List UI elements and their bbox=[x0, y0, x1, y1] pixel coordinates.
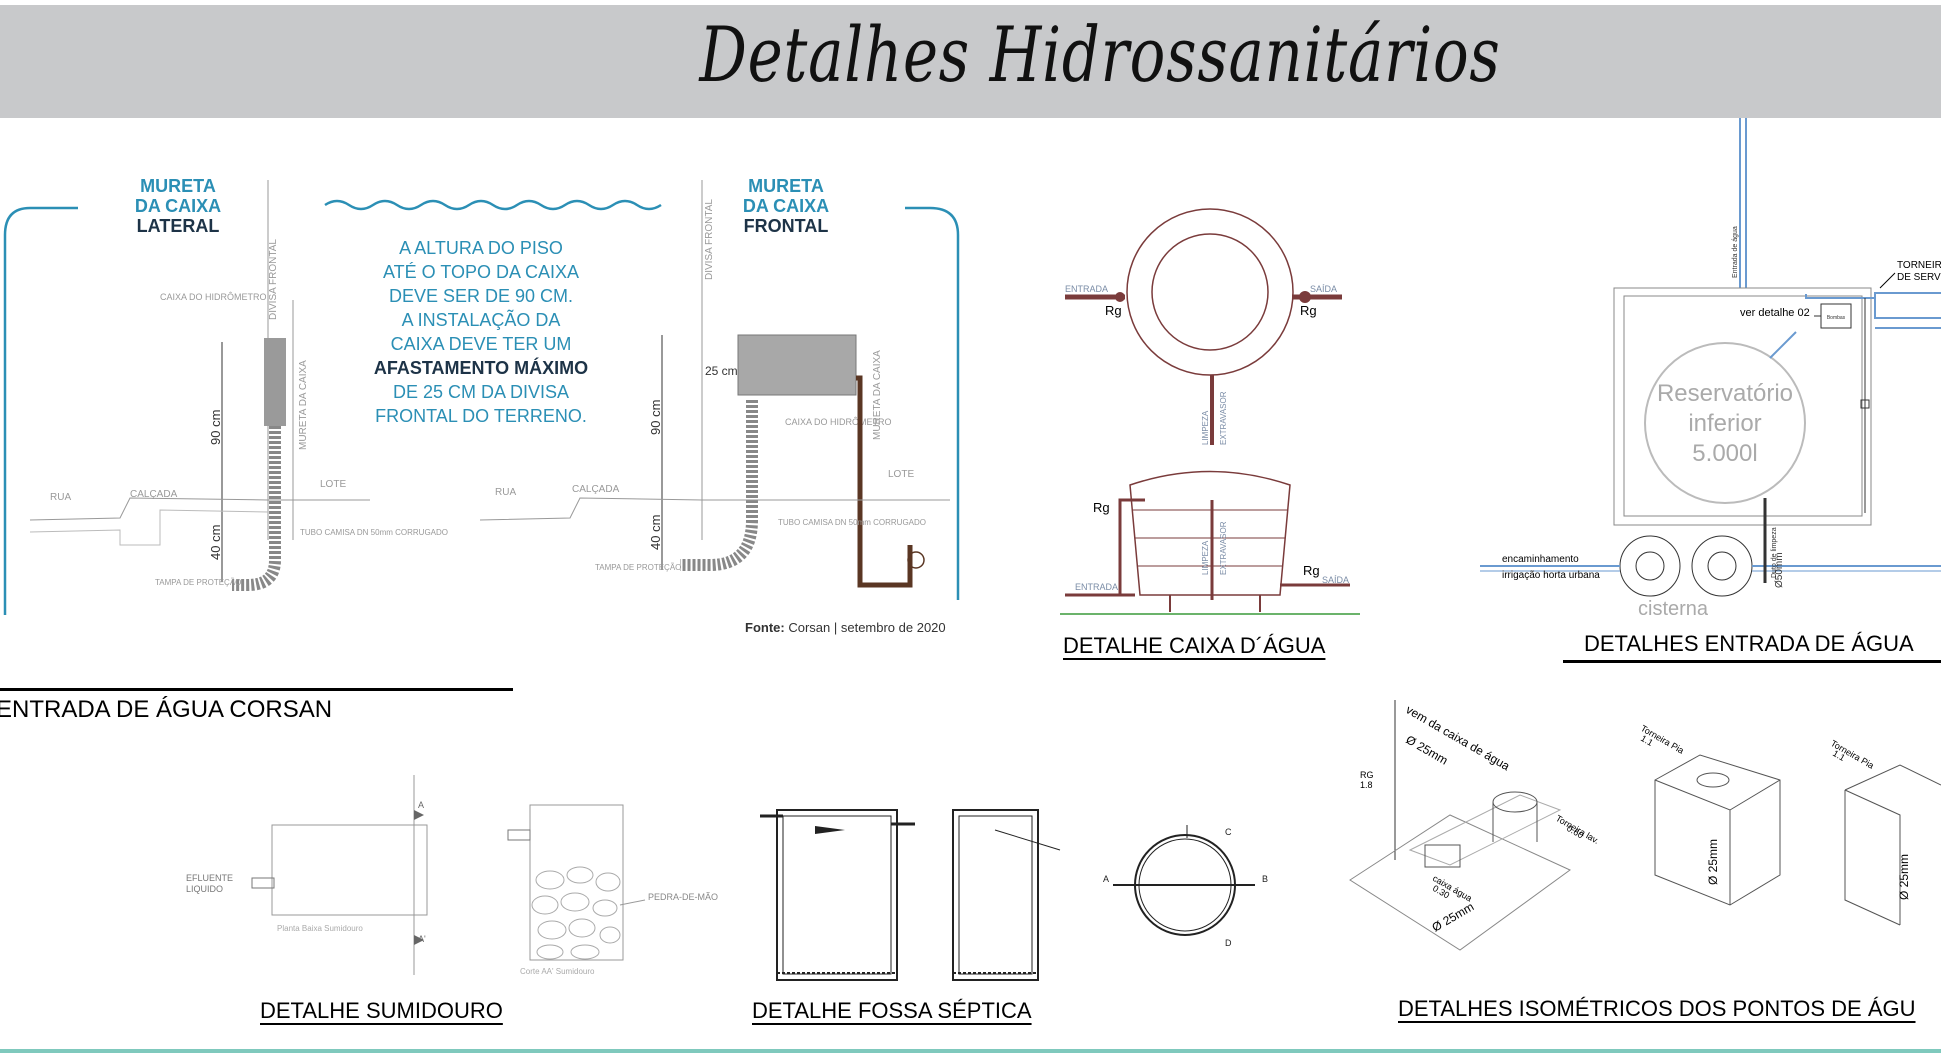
planta-label: Planta Baixa Sumidouro bbox=[277, 924, 363, 933]
caixa-limpeza-1: LIMPEZA bbox=[1201, 410, 1210, 445]
fossa-b: B bbox=[1262, 874, 1268, 884]
dim-90-right: 90 cm bbox=[648, 400, 663, 435]
iso-d25-4: Ø 25mm bbox=[1897, 854, 1911, 900]
fossa-c: C bbox=[1225, 827, 1232, 837]
reservatorio-l3: 5.000l bbox=[1692, 440, 1757, 467]
fossa-a: A bbox=[1103, 874, 1109, 884]
caixa-rg-1: Rg bbox=[1105, 303, 1122, 318]
svg-text:Fonte: Corsan | setembro de 20: Fonte: Corsan | setembro de 2020 bbox=[745, 620, 946, 635]
corsan-caption-rule bbox=[0, 688, 513, 691]
fossa-caption: DETALHE FOSSA SÉPTICA bbox=[752, 998, 1032, 1023]
corte-label: Corte AA' Sumidouro bbox=[520, 967, 595, 976]
corsan-caption: ENTRADA DE ÁGUA CORSAN bbox=[0, 696, 333, 723]
iso-d25-1: Ø 25mm bbox=[1404, 732, 1451, 767]
caixa-limpeza-2: LIMPEZA bbox=[1201, 540, 1210, 575]
rua-label-1: RUA bbox=[50, 492, 71, 503]
tubo-camisa-label-1: TUBO CAMISA DN 50mm CORRUGADO bbox=[300, 528, 448, 537]
divisa-frontal-label-1: DIVISA FRONTAL bbox=[268, 239, 279, 320]
fonte-text: Corsan | setembro de 2020 bbox=[788, 620, 945, 635]
isometricos-caption: DETALHES ISOMÉTRICOS DOS PONTOS DE ÁGU bbox=[1398, 996, 1916, 1021]
entrada-caption-rule bbox=[1563, 660, 1941, 663]
note-line-1: A ALTURA DO PISO bbox=[399, 238, 563, 258]
caixa-caption: DETALHE CAIXA D´ÁGUA bbox=[1063, 633, 1326, 658]
bombas-label: Bombas bbox=[1827, 315, 1846, 321]
bottom-rule bbox=[0, 1049, 1941, 1053]
entrada-caption: DETALHES ENTRADA DE ÁGUA bbox=[1584, 631, 1914, 656]
mureta-da-caixa-label-2: MURETA DA CAIXA bbox=[872, 350, 883, 440]
caixa-hidrometro-label-1: CAIXA DO HIDRÔMETRO bbox=[160, 292, 267, 302]
calcada-label-2: CALÇADA bbox=[572, 484, 620, 495]
encaminhamento-label: encaminhamento bbox=[1502, 554, 1579, 565]
sumidouro-caption: DETALHE SUMIDOURO bbox=[260, 998, 503, 1023]
note-line-7: DE 25 CM DA DIVISA bbox=[393, 382, 569, 402]
reservatorio-l2: inferior bbox=[1688, 410, 1761, 437]
torneira-l2: DE SERV bbox=[1897, 272, 1941, 283]
sumidouro-a: A bbox=[418, 800, 424, 810]
tampa-label-1: TAMPA DE PROTEÇÃO bbox=[155, 578, 241, 587]
note-line-6: AFASTAMENTO MÁXIMO bbox=[374, 357, 588, 378]
mureta-frontal-l1: MURETA bbox=[748, 176, 824, 196]
reservatorio-l1: Reservatório bbox=[1657, 380, 1793, 407]
fossa-d: D bbox=[1225, 938, 1232, 948]
entrada-de-agua-label: Entrada de água bbox=[1732, 226, 1739, 278]
caixa-rg-3: Rg bbox=[1093, 500, 1110, 515]
header-bar bbox=[0, 5, 1941, 118]
fossa-diagram: A B C D bbox=[760, 809, 1268, 981]
note-line-8: FRONTAL DO TERRENO. bbox=[375, 406, 587, 426]
dim-25: 25 cm bbox=[705, 364, 738, 378]
caixa-entrada-label-2: ENTRADA bbox=[1075, 582, 1118, 592]
mureta-frontal-l3: FRONTAL bbox=[744, 216, 829, 236]
dim-40-left: 40 cm bbox=[208, 525, 223, 560]
iso-d25-2: Ø 25mm bbox=[1430, 899, 1477, 934]
note-line-2: ATÉ O TOPO DA CAIXA bbox=[383, 262, 579, 282]
iso-rg: RG bbox=[1360, 770, 1374, 780]
sumidouro-a2: A' bbox=[418, 934, 426, 944]
ver-detalhe-label: ver detalhe 02 bbox=[1740, 307, 1810, 319]
dim-90-left: 90 cm bbox=[208, 410, 223, 445]
duto-limpeza-label: Duto de limpeza bbox=[1771, 527, 1778, 578]
calcada-label-1: CALÇADA bbox=[130, 489, 178, 500]
pedra-label: PEDRA-DE-MÃO bbox=[648, 892, 718, 902]
caixa-rg-4: Rg bbox=[1303, 563, 1320, 578]
caixa-extravasor-1: EXTRAVASOR bbox=[1219, 391, 1228, 445]
sumidouro-diagram: A A' EFLUENTE LIQUIDO Planta Baixa Sumid… bbox=[186, 775, 718, 976]
entrada-agua-diagram: Entrada de água Reservatório inferior 5.… bbox=[1480, 118, 1941, 620]
cisterna-label: cisterna bbox=[1638, 598, 1709, 620]
divisa-frontal-label-2: DIVISA FRONTAL bbox=[704, 199, 715, 280]
iso-d25-3: Ø 25mm bbox=[1706, 839, 1720, 885]
lote-label-1: LOTE bbox=[320, 479, 346, 490]
mureta-lateral-l1: MURETA bbox=[140, 176, 216, 196]
caixa-agua-diagram: ENTRADA SAÍDA Rg Rg LIMPEZA EXTRAVASOR R… bbox=[1060, 208, 1360, 615]
caixa-extravasor-2: EXTRAVASOR bbox=[1219, 521, 1228, 575]
fonte-label: Fonte: bbox=[745, 620, 785, 635]
lote-label-2: LOTE bbox=[888, 469, 914, 480]
caixa-saida-label-2: SAÍDA bbox=[1322, 575, 1349, 585]
mureta-da-caixa-label-1: MURETA DA CAIXA bbox=[298, 360, 309, 450]
torneira-l1: TORNEIR bbox=[1897, 260, 1941, 271]
irrigacao-label: irrigação horta urbana bbox=[1502, 570, 1600, 581]
corsan-diagram: MURETA DA CAIXA LATERAL MURETA DA CAIXA … bbox=[3, 176, 960, 635]
rua-label-2: RUA bbox=[495, 487, 516, 498]
efluente-l1: EFLUENTE bbox=[186, 873, 233, 883]
isometricos-diagram: vem da caixa de água Ø 25mm RG 1.8 Torne… bbox=[1349, 700, 1941, 951]
dim-50-label: Ø50mm bbox=[1774, 552, 1785, 588]
note-line-5: CAIXA DEVE TER UM bbox=[391, 334, 572, 354]
mureta-frontal-l2: DA CAIXA bbox=[743, 196, 829, 216]
dim-40-right: 40 cm bbox=[648, 515, 663, 550]
note-line-3: DEVE SER DE 90 CM. bbox=[389, 286, 573, 306]
caixa-saida-label-1: SAÍDA bbox=[1310, 284, 1337, 294]
mureta-lateral-l2: DA CAIXA bbox=[135, 196, 221, 216]
note-line-4: A INSTALAÇÃO DA bbox=[402, 309, 561, 330]
caixa-hidrometro-label-2: CAIXA DO HIDRÔMETRO bbox=[785, 417, 892, 427]
tampa-label-2: TAMPA DE PROTEÇÃO bbox=[595, 563, 681, 572]
page-title: Detalhes Hidrossanitários bbox=[699, 10, 1501, 99]
iso-rg-h: 1.8 bbox=[1360, 780, 1373, 790]
efluente-l2: LIQUIDO bbox=[186, 884, 223, 894]
mureta-lateral-l3: LATERAL bbox=[137, 216, 220, 236]
caixa-rg-2: Rg bbox=[1300, 303, 1317, 318]
caixa-entrada-label-1: ENTRADA bbox=[1065, 284, 1108, 294]
tubo-camisa-label-2: TUBO CAMISA DN 50mm CORRUGADO bbox=[778, 518, 926, 527]
